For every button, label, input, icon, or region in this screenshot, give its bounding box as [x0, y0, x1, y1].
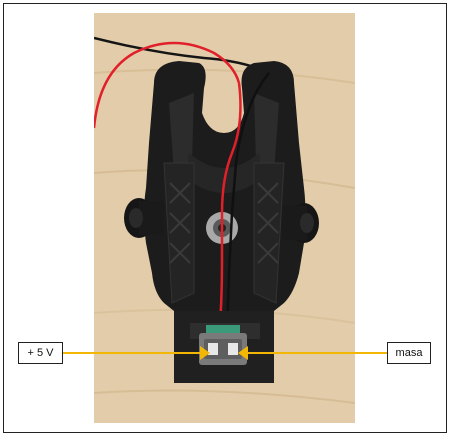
arrow-head-left [200, 346, 210, 360]
device-photo [94, 13, 355, 423]
label-ground: masa [387, 342, 431, 364]
arrow-head-right [238, 346, 248, 360]
red-wire-top [94, 41, 241, 129]
label-positive-5v-text: + 5 V [27, 347, 54, 359]
pointer-line-right [244, 352, 387, 354]
red-wire-inner [217, 82, 242, 339]
label-ground-text: masa [395, 347, 423, 359]
pin-positive [208, 343, 218, 355]
label-positive-5v: + 5 V [18, 342, 63, 364]
pointer-line-left [63, 352, 203, 354]
pcb-strip [206, 325, 240, 333]
pin-ground [228, 343, 238, 355]
